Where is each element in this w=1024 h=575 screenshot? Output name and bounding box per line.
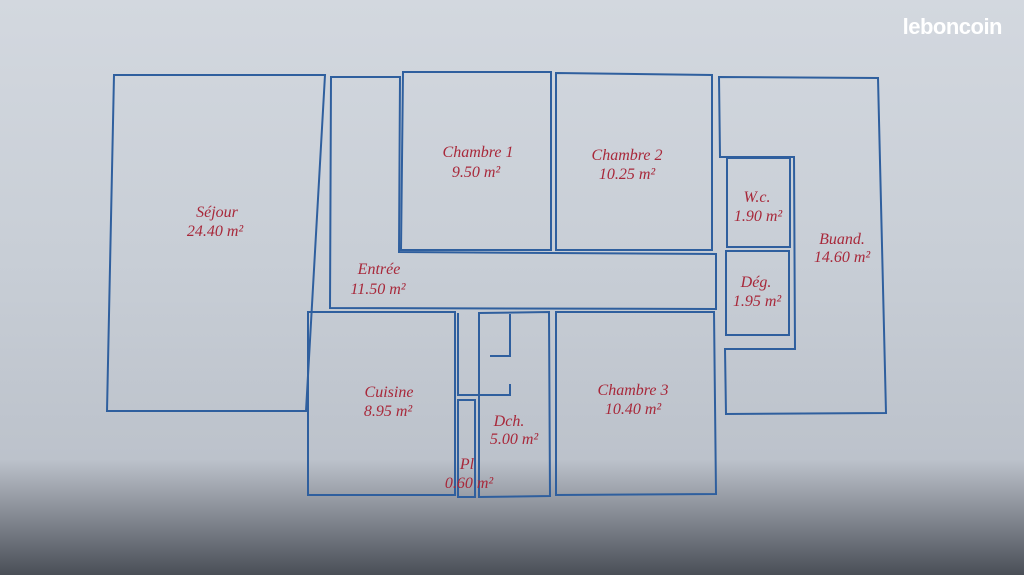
wall-dch-partition — [457, 313, 511, 396]
room-area-deg: 1.95 m² — [733, 293, 783, 310]
wall-sejour — [105, 74, 327, 412]
room-name-pl: Pl — [459, 456, 475, 473]
room-name-chambre3: Chambre 3 — [598, 382, 669, 399]
wall-pl — [457, 399, 476, 498]
wall-entree — [328, 76, 717, 311]
wall-deg — [725, 250, 790, 336]
wall-chambre3 — [555, 311, 718, 497]
leboncoin-watermark: leboncoin — [902, 14, 1003, 39]
room-name-cuisine: Cuisine — [365, 384, 414, 401]
room-name-buand: Buand. — [819, 231, 865, 248]
room-area-chambre3: 10.40 m² — [605, 401, 663, 418]
room-name-chambre1: Chambre 1 — [443, 144, 514, 161]
wall-dch-stub — [490, 314, 511, 357]
wall-chambre1 — [399, 71, 552, 251]
walls — [105, 71, 888, 499]
room-name-chambre2: Chambre 2 — [592, 147, 663, 164]
room-area-wc: 1.90 m² — [734, 208, 784, 225]
wall-chambre2 — [555, 71, 713, 251]
room-name-deg: Dég. — [740, 274, 772, 291]
room-name-dch: Dch. — [493, 413, 525, 430]
room-name-wc: W.c. — [744, 189, 771, 206]
room-area-entree: 11.50 m² — [350, 281, 406, 298]
room-area-sejour: 24.40 m² — [187, 223, 245, 240]
room-name-sejour: Séjour — [196, 204, 239, 221]
room-area-buand: 14.60 m² — [814, 249, 872, 266]
labels: Séjour 24.40 m² Entrée 11.50 m² Chambre … — [187, 144, 872, 492]
room-area-chambre2: 10.25 m² — [599, 166, 657, 183]
room-area-chambre1: 9.50 m² — [452, 164, 502, 181]
room-area-cuisine: 8.95 m² — [364, 403, 414, 420]
room-name-entree: Entrée — [357, 261, 401, 278]
room-area-pl: 0.60 m² — [445, 475, 495, 492]
room-area-dch: 5.00 m² — [490, 431, 540, 448]
wall-cuisine — [307, 311, 456, 496]
wall-dch — [478, 310, 552, 499]
wall-buand — [717, 75, 888, 416]
